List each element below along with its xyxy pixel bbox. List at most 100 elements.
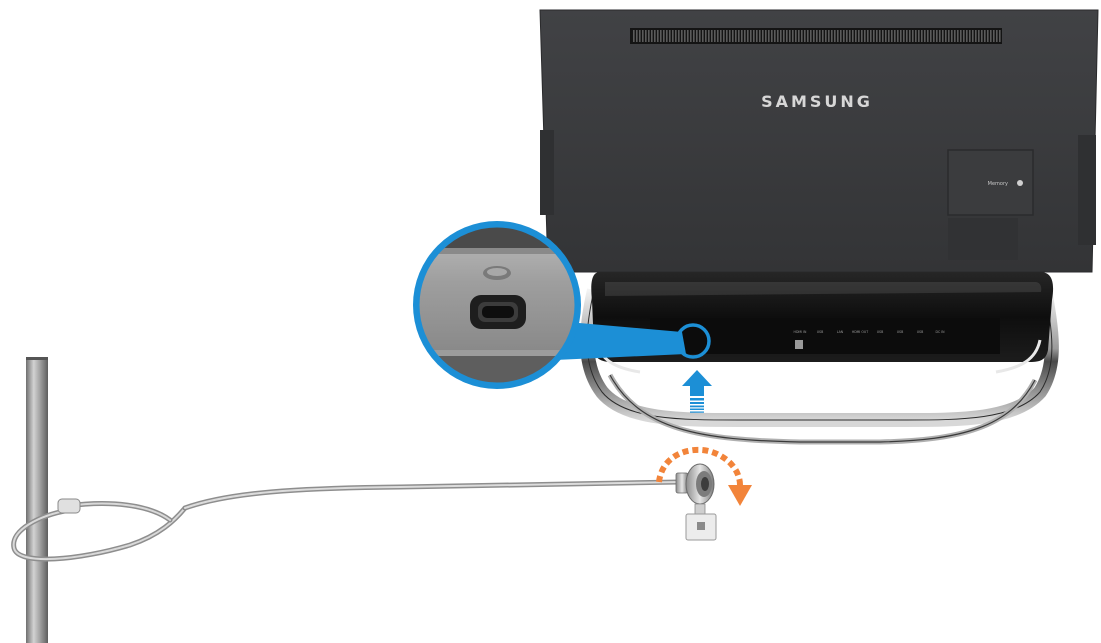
vent-slit [702,30,704,42]
vent-slit [792,30,794,42]
vent-slit [882,30,884,42]
vent-slit [696,30,698,42]
vent-slit [780,30,782,42]
vent-slit [969,30,971,42]
vent-slit [921,30,923,42]
vent-slit [726,30,728,42]
vent-slit [972,30,974,42]
vent-slit [786,30,788,42]
vent-slit [900,30,902,42]
port-label: USB [817,330,824,334]
vent-slit [930,30,932,42]
vent-slit [891,30,893,42]
port-label: DC IN [935,330,945,334]
vent-slit [738,30,740,42]
clockwise-rotate-icon [656,446,752,506]
vent-slit [813,30,815,42]
vent-slit [732,30,734,42]
vent-slit [870,30,872,42]
vent-slit [693,30,695,42]
vent-slit [951,30,953,42]
vent-grille [630,28,1002,44]
vent-slit [858,30,860,42]
vent-slit [954,30,956,42]
vent-slit [675,30,677,42]
cable-ferrule [57,498,81,514]
memory-screw-icon [1017,180,1023,186]
vent-slit [633,30,635,42]
vent-slit [912,30,914,42]
vent-slit [945,30,947,42]
vent-slit [825,30,827,42]
vent-slit [918,30,920,42]
vent-slit [756,30,758,42]
vent-slit [729,30,731,42]
vent-slit [855,30,857,42]
zoom-callout [413,221,581,389]
vent-slit [993,30,995,42]
vent-slit [966,30,968,42]
vent-slit [915,30,917,42]
vent-slit [852,30,854,42]
vent-slit [990,30,992,42]
vent-slit [888,30,890,42]
vent-slit [639,30,641,42]
vent-slit [876,30,878,42]
vent-slit [684,30,686,42]
vent-slit [795,30,797,42]
vent-slit [783,30,785,42]
vent-slit [690,30,692,42]
vent-slit [774,30,776,42]
vent-slit [987,30,989,42]
port-label: USB [897,330,904,334]
vent-slit [798,30,800,42]
vent-slit [711,30,713,42]
vent-slit [957,30,959,42]
vent-slit [687,30,689,42]
kensington-lock [675,463,717,541]
vent-slit [867,30,869,42]
vent-slit [939,30,941,42]
vent-slit [948,30,950,42]
vent-slit [996,30,998,42]
vent-slit [648,30,650,42]
vent-slit [759,30,761,42]
vent-slit [810,30,812,42]
vent-slit [861,30,863,42]
vent-slit [705,30,707,42]
vent-slit [708,30,710,42]
vent-slit [831,30,833,42]
monitor-back: Memory SAMSUNG [539,9,1099,273]
vent-slit [771,30,773,42]
vent-slit [789,30,791,42]
vent-slit [837,30,839,42]
vent-slit [906,30,908,42]
vent-slit [654,30,656,42]
vent-slit [828,30,830,42]
vent-slit [879,30,881,42]
vent-slit [717,30,719,42]
vent-slit [960,30,962,42]
up-arrow-icon [682,370,712,413]
vent-slit [924,30,926,42]
vent-slit [663,30,665,42]
brand-logo: SAMSUNG [761,92,873,111]
vent-slit [981,30,983,42]
vent-slit [816,30,818,42]
port-label: HDMI IN [794,330,807,334]
vent-slit [720,30,722,42]
vent-slit [636,30,638,42]
vent-slit [873,30,875,42]
vent-slit [933,30,935,42]
vent-slit [942,30,944,42]
memory-label: Memory [988,181,1008,187]
vent-slit [681,30,683,42]
vent-slit [741,30,743,42]
vent-slit [849,30,851,42]
vent-slit [822,30,824,42]
port-label: USB [877,330,884,334]
vent-slit [657,30,659,42]
vent-slit [843,30,845,42]
